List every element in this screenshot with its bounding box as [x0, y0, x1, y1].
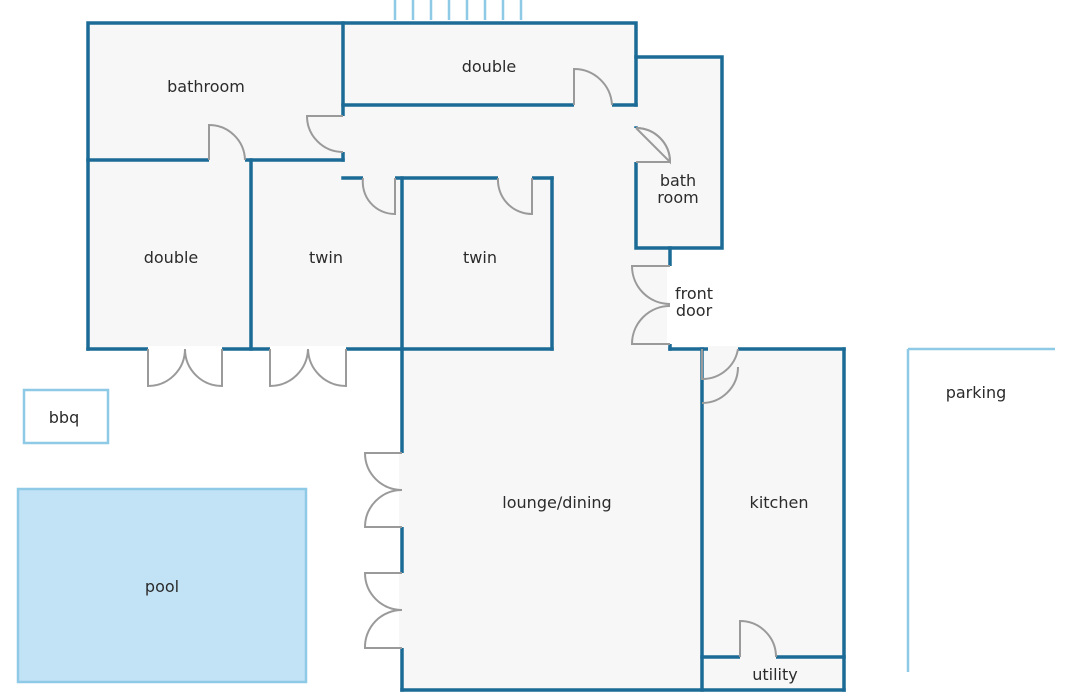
label-bbq: bbq: [49, 408, 79, 427]
bbq-area: [22, 388, 110, 445]
exterior-top-lines: [393, 0, 523, 20]
label-twin-right: twin: [463, 248, 497, 267]
label-double-left: double: [144, 248, 199, 267]
label-bath-room-line2: room: [657, 188, 698, 207]
room-labels: bathroom double bath room double twin tw…: [49, 57, 1007, 684]
label-bathroom: bathroom: [167, 77, 245, 96]
label-front-door-line1: front: [675, 284, 713, 303]
parking-outline: [906, 347, 1055, 672]
pool: [16, 487, 308, 684]
label-double-top: double: [462, 57, 517, 76]
walls: [86, 21, 846, 692]
label-lounge-dining: lounge/dining: [502, 493, 611, 512]
doors: [147, 67, 777, 658]
label-parking: parking: [946, 383, 1007, 402]
label-utility: utility: [752, 665, 798, 684]
label-front-door-line2: door: [676, 301, 713, 320]
label-pool: pool: [145, 577, 179, 596]
label-bath-room-line1: bath: [660, 171, 696, 190]
room-fills: [88, 23, 844, 691]
label-kitchen: kitchen: [750, 493, 809, 512]
label-twin-mid: twin: [309, 248, 343, 267]
